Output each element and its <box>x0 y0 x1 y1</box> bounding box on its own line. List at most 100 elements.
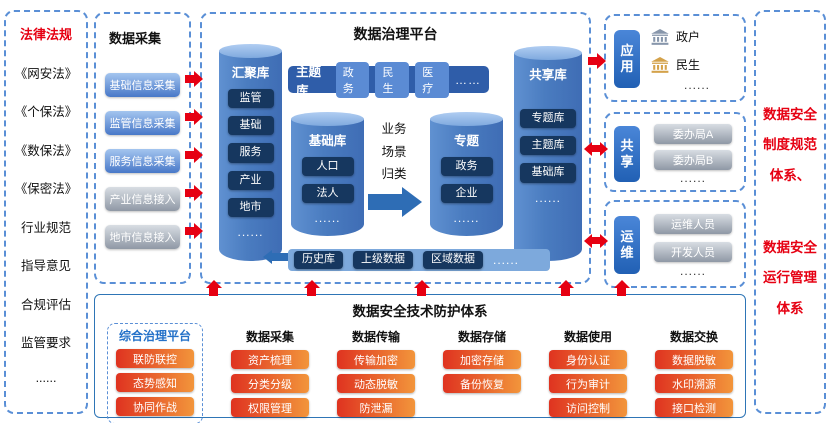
flow-arrow-icon <box>185 113 194 121</box>
laws-panel: 法律法规 《网安法》 《个保法》 《数保法》 《保密法》 行业规范 指导意见 合… <box>4 10 88 414</box>
aggregation-db-cylinder: 汇聚库 监管 基础 服务 产业 地市 ...... <box>219 44 282 261</box>
classify-arrow-icon <box>368 194 402 210</box>
security-group: 数据存储 加密存储 备份恢复 <box>443 323 521 393</box>
vertical-label-text: 应用 <box>620 43 634 74</box>
db-item: 法人 <box>301 184 354 204</box>
ellipsis: ...... <box>314 211 341 226</box>
flow-arrow-icon <box>185 75 194 83</box>
ellipsis: ...... <box>680 171 707 185</box>
system-text: 制度规范 <box>763 137 817 153</box>
collection-title: 数据采集 <box>109 31 162 46</box>
application-box: 应用 政户 民生 ...... <box>604 14 746 102</box>
cylinder-body <box>291 119 364 236</box>
system-text: 数据安全 <box>763 106 817 122</box>
law-item: 行业规范 <box>20 220 71 235</box>
share-target: 委办局B <box>654 150 732 170</box>
theme-db-bar: 主题库 政务 民生 医疗 …… <box>288 61 489 98</box>
system-text: 数据安全 <box>763 240 817 255</box>
law-item: 《网安法》 <box>14 66 78 81</box>
app-user-label: 民生 <box>676 58 701 72</box>
db-item: 监管 <box>227 89 274 109</box>
capability-chip: 动态脱敏 <box>337 374 415 393</box>
collection-item: 产业信息接入 <box>105 187 180 211</box>
vertical-label-text: 共享 <box>620 138 634 169</box>
management-system-panel: 数据安全 制度规范 体系、 数据安全 运行管理 体系 <box>754 10 826 414</box>
security-protection-panel: 数据安全技术防护体系 综合治理平台 联防联控 态势感知 协同作战 数据采集 资产… <box>94 294 746 423</box>
app-user-row: 民生 <box>650 56 700 73</box>
cylinder-top <box>219 44 282 58</box>
capability-chip: 权限管理 <box>231 398 309 417</box>
security-group: 数据交换 数据脱敏 水印溯源 接口检测 <box>655 323 733 417</box>
db-item: 产业 <box>227 170 274 190</box>
db-item: 基础 <box>227 116 274 136</box>
capability-chip: 备份恢复 <box>443 374 521 393</box>
up-arrow-icon <box>209 288 218 296</box>
flow-arrow-icon <box>185 189 194 197</box>
law-item: 《数保法》 <box>14 143 78 158</box>
share-db-cylinder: 共享库 专题库 主题库 基础库 ...... <box>514 46 582 261</box>
history-db-bar: 历史库 上级数据 区域数据 ...... <box>288 249 550 271</box>
share-label: 共享 <box>614 126 640 182</box>
group-title: 数据传输 <box>351 330 400 344</box>
ellipsis: ...... <box>35 370 57 385</box>
group-title: 数据交换 <box>669 330 718 344</box>
laws-list: 《网安法》 《个保法》 《数保法》 《保密法》 行业规范 指导意见 合规评估 监… <box>8 43 84 404</box>
up-arrow-icon <box>617 288 626 296</box>
law-item: 合规评估 <box>20 297 71 312</box>
db-item: 主题库 <box>520 136 576 156</box>
capability-chip: 接口检测 <box>655 398 733 417</box>
scenario-note: 业务场景归类 <box>381 122 407 181</box>
capability-chip: 数据脱敏 <box>655 350 733 369</box>
capability-chip: 行为审计 <box>549 374 627 393</box>
security-group: 综合治理平台 联防联控 态势感知 协同作战 <box>116 327 194 416</box>
db-label: 基础库 <box>308 134 347 148</box>
cylinder-top <box>514 46 582 60</box>
ellipsis: …… <box>455 72 481 87</box>
db-item: 上级数据 <box>353 251 413 269</box>
db-label: 共享库 <box>529 68 567 82</box>
ops-role: 运维人员 <box>654 214 732 234</box>
government-building-icon <box>650 28 670 45</box>
up-arrow-icon <box>561 288 570 296</box>
db-item: 服务 <box>227 143 274 163</box>
two-way-arrow-icon <box>592 237 600 244</box>
db-item: 基础库 <box>520 163 576 183</box>
group-title: 数据存储 <box>457 330 506 344</box>
security-group: 数据传输 传输加密 动态脱敏 防泄漏 <box>337 323 415 417</box>
capability-chip: 分类分级 <box>231 374 309 393</box>
flow-arrow-icon <box>185 227 194 235</box>
ops-label: 运维 <box>614 216 640 274</box>
share-box: 共享 委办局A 委办局B ...... <box>604 112 746 192</box>
security-group: 数据采集 资产梳理 分类分级 权限管理 <box>231 323 309 417</box>
ops-role: 开发人员 <box>654 242 732 262</box>
capability-chip: 协同作战 <box>116 397 194 416</box>
db-item: 人口 <box>301 157 354 177</box>
up-arrow-icon <box>417 288 426 296</box>
ellipsis: ...... <box>237 224 264 239</box>
application-label: 应用 <box>614 30 640 88</box>
vertical-label-text: 运维 <box>620 229 634 260</box>
ellipsis: ...... <box>534 190 561 205</box>
system-text: 运行管理 <box>763 270 817 286</box>
share-target: 委办局A <box>654 124 732 144</box>
db-label: 主题库 <box>296 64 322 98</box>
cylinder-top <box>430 112 503 126</box>
collection-list: 基础信息采集 监管信息采集 服务信息采集 产业信息接入 地市信息接入 <box>105 73 180 249</box>
capability-chip: 加密存储 <box>443 350 521 369</box>
db-label: 历史库 <box>294 251 343 269</box>
collection-item: 地市信息接入 <box>105 225 180 249</box>
db-item: 政务 <box>335 61 370 98</box>
cylinder-top <box>291 112 364 126</box>
ellipsis: ...... <box>453 211 480 226</box>
law-item: 《保密法》 <box>14 182 78 196</box>
collection-item: 监管信息采集 <box>105 111 180 135</box>
security-group: 数据使用 身份认证 行为审计 访问控制 <box>549 323 627 417</box>
db-item: 专题库 <box>520 109 576 129</box>
governance-group-box: 综合治理平台 联防联控 态势感知 协同作战 <box>107 323 203 423</box>
app-user-label: 政户 <box>676 30 701 44</box>
group-title: 数据使用 <box>563 330 612 344</box>
group-title: 综合治理平台 <box>118 329 191 343</box>
cylinder-body <box>514 53 582 261</box>
db-item: 政务 <box>440 157 493 177</box>
